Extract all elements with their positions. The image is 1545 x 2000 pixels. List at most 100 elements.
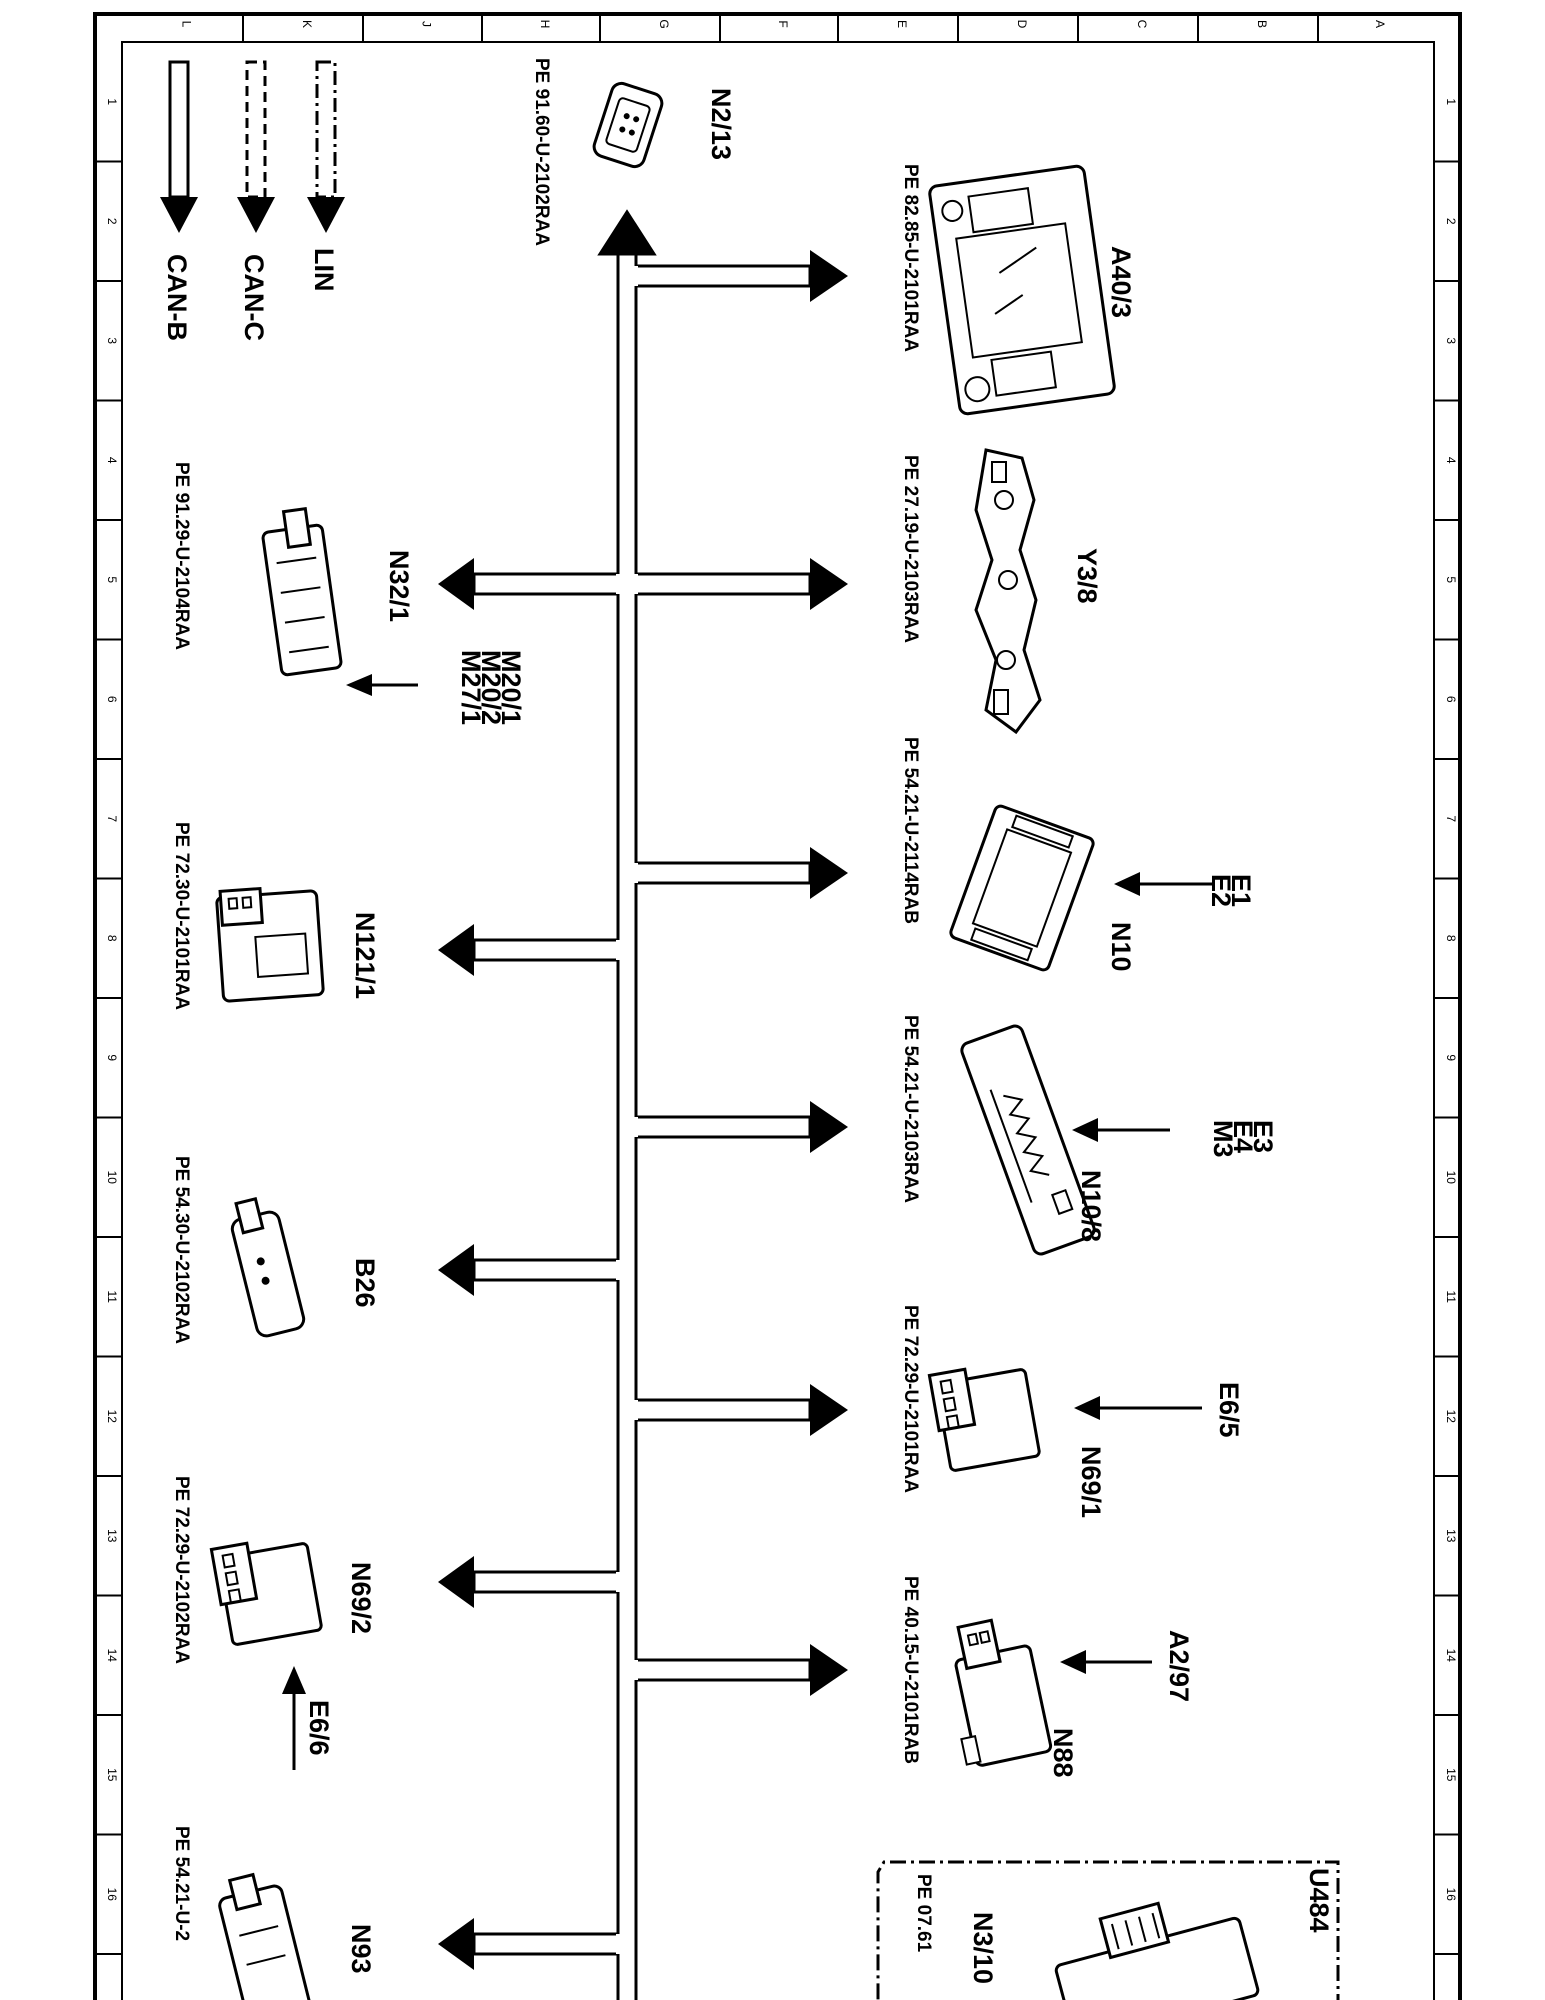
branch-arrow-icon bbox=[810, 1644, 848, 1696]
can-b-bus bbox=[597, 209, 657, 2000]
bus-branch-right bbox=[636, 1384, 848, 1436]
n88-input-a2-97: A2/97 bbox=[1164, 1630, 1194, 1702]
grid-row-label: 1 bbox=[1444, 98, 1458, 105]
bus-branch-right bbox=[636, 558, 848, 610]
left-branches bbox=[438, 558, 620, 1970]
n93-label: N93 bbox=[346, 1924, 376, 1974]
component-n93[interactable]: N93 PE 54.21-U-2 bbox=[171, 1826, 376, 2000]
grid-row-label: 9 bbox=[105, 1054, 119, 1061]
component-n10[interactable]: N10 PE 54.21-U-2114RAB E1 E2 bbox=[900, 737, 1256, 972]
component-n10-8[interactable]: N10/8 PE 54.21-U-2103RAA E3 E4 M3 bbox=[900, 1015, 1278, 1256]
grid-row-label: 9 bbox=[1444, 1054, 1458, 1061]
grid-row-label: 14 bbox=[1444, 1649, 1458, 1663]
component-n69-2[interactable]: N69/2 PE 72.29-U-2102RAA E6/6 bbox=[171, 1476, 376, 1770]
connector-n2-13-icon bbox=[592, 81, 664, 169]
grid-column-label: H bbox=[538, 20, 552, 29]
component-n69-1[interactable]: N69/1 PE 72.29-U-2101RAA E6/5 bbox=[900, 1305, 1244, 1518]
grid-row-label: 8 bbox=[105, 935, 119, 942]
bus-branch-left bbox=[438, 1556, 620, 1608]
n69-2-label: N69/2 bbox=[346, 1562, 376, 1634]
n88-input-arrow bbox=[1060, 1650, 1152, 1674]
grid-column-label: D bbox=[1015, 20, 1029, 29]
component-n121-1[interactable]: N121/1 PE 72.30-U-2101RAA bbox=[171, 822, 380, 1010]
n121-1-label: N121/1 bbox=[350, 912, 380, 999]
engine-module-n3-10-icon bbox=[1054, 1901, 1260, 2000]
n32-1-input-m20-1: M20/1 bbox=[496, 650, 526, 725]
n10-ref: PE 54.21-U-2114RAB bbox=[900, 737, 921, 924]
n2-13-ref: PE 91.60-U-2102RAA bbox=[531, 58, 552, 246]
n10-input-e2: E2 bbox=[1206, 874, 1236, 907]
n10-8-input-e3: E3 bbox=[1248, 1120, 1278, 1153]
grid-row-label: 16 bbox=[105, 1888, 119, 1902]
grid-row-label: 6 bbox=[105, 696, 119, 703]
legend-can-b-label: CAN-B bbox=[162, 254, 192, 341]
grid-row-label: 11 bbox=[1444, 1291, 1458, 1304]
legend-can-c-label: CAN-C bbox=[239, 254, 269, 341]
bus-branch-right bbox=[636, 1101, 848, 1153]
head-unit-a40-3-icon bbox=[928, 164, 1116, 416]
grid-row-label: 3 bbox=[105, 337, 119, 344]
sheet-frame bbox=[93, 12, 1462, 2000]
component-group-u484[interactable]: U484 N3/10 PE 07.61 bbox=[876, 1860, 1340, 2000]
n32-1-input-m20-2: M20/2 bbox=[476, 650, 506, 725]
n10-input-arrow bbox=[1114, 872, 1212, 896]
grid-row-label: 10 bbox=[1444, 1171, 1458, 1185]
legend: LIN CAN-C CAN-B bbox=[160, 60, 345, 341]
n32-1-ref: PE 91.29-U-2104RAA bbox=[171, 462, 192, 650]
grid-row-label: 15 bbox=[1444, 1768, 1458, 1782]
y3-8-ref: PE 27.19-U-2103RAA bbox=[900, 455, 921, 643]
y3-8-label: Y3/8 bbox=[1072, 548, 1102, 604]
grid-row-label: 5 bbox=[1444, 576, 1458, 583]
grid-row-label: 5 bbox=[105, 576, 119, 583]
legend-can-b: CAN-B bbox=[160, 60, 198, 341]
grid-row-label: 3 bbox=[1444, 337, 1458, 344]
grid-row-label: 13 bbox=[105, 1529, 119, 1543]
n10-8-label: N10/8 bbox=[1076, 1170, 1106, 1242]
legend-can-c: CAN-C bbox=[237, 60, 275, 341]
module-n93-icon bbox=[218, 1872, 314, 2000]
n10-8-input-arrow bbox=[1072, 1118, 1170, 1142]
n69-1-input-e6-5: E6/5 bbox=[1214, 1382, 1244, 1438]
bus-branch-left bbox=[438, 924, 620, 976]
grid-column-label: G bbox=[657, 19, 671, 28]
grid-column-label: A bbox=[1373, 20, 1387, 28]
n69-2-input-arrow bbox=[282, 1666, 306, 1770]
component-b26[interactable]: B26 PE 54.30-U-2102RAA bbox=[171, 1156, 380, 1344]
component-y3-8[interactable]: Y3/8 PE 27.19-U-2103RAA bbox=[900, 448, 1102, 735]
branch-arrow-icon bbox=[438, 558, 474, 610]
branch-arrow-icon bbox=[810, 558, 848, 610]
grid-row-label: 1 bbox=[105, 98, 119, 105]
grid-column-label: E bbox=[895, 20, 909, 28]
component-n2-13[interactable]: N2/13 PE 91.60-U-2102RAA bbox=[531, 58, 736, 246]
component-n32-1[interactable]: N32/1 PE 91.29-U-2104RAA M20/1 M20/2 M27… bbox=[171, 462, 526, 725]
n32-1-input-arrow bbox=[346, 674, 418, 696]
module-n32-1-icon bbox=[261, 506, 343, 677]
sensor-b26-icon bbox=[230, 1196, 306, 1338]
module-n121-1-icon bbox=[215, 886, 325, 1003]
grid-row-label: 4 bbox=[105, 457, 119, 464]
module-n10-icon bbox=[949, 804, 1095, 972]
grid-row-label: 14 bbox=[105, 1649, 119, 1663]
branch-arrow-icon bbox=[438, 1244, 474, 1296]
component-a40-3[interactable]: A40/3 PE 82.85-U-2101RAA bbox=[900, 164, 1136, 416]
n3-10-label: N3/10 bbox=[968, 1912, 998, 1984]
n32-1-input-m27-1: M27/1 bbox=[456, 650, 486, 725]
bus-branch-right bbox=[636, 1644, 848, 1696]
module-n69-1-icon bbox=[927, 1367, 1041, 1472]
legend-lin: LIN bbox=[307, 60, 345, 292]
grid-column-label: B bbox=[1255, 20, 1269, 28]
branch-arrow-icon bbox=[438, 1556, 474, 1608]
grid-row-label: 6 bbox=[1444, 696, 1458, 703]
component-n88[interactable]: N88 PE 40.15-U-2101RAB A2/97 bbox=[900, 1576, 1194, 1778]
branch-arrow-icon bbox=[438, 1918, 474, 1970]
branch-arrow-icon bbox=[810, 1384, 848, 1436]
valve-body-y3-8-icon bbox=[974, 448, 1042, 735]
b26-ref: PE 54.30-U-2102RAA bbox=[171, 1156, 192, 1344]
a40-3-ref: PE 82.85-U-2101RAA bbox=[900, 164, 921, 352]
bus-branch-left bbox=[438, 1918, 620, 1970]
n88-ref: PE 40.15-U-2101RAB bbox=[900, 1576, 921, 1764]
n32-1-label: N32/1 bbox=[384, 550, 414, 622]
a40-3-label: A40/3 bbox=[1106, 246, 1136, 318]
grid-column-label: F bbox=[776, 20, 790, 27]
